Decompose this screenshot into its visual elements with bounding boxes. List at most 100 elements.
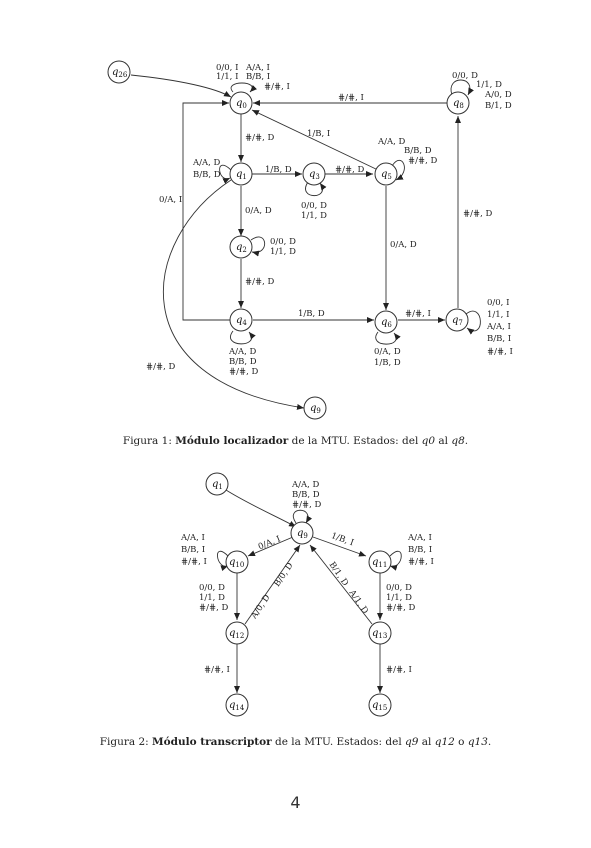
label-q7-loop-d: B/B, I: [487, 334, 511, 344]
label-q6-loop-a: 0/A, D: [374, 347, 401, 357]
state-q1: q1: [229, 162, 253, 186]
svg-text:q5: q5: [381, 169, 392, 181]
label-q1-loop-a: A/A, D: [192, 158, 221, 168]
figure-2-caption-to1: q12: [434, 736, 455, 748]
label-q4-loop-b: B/B, D: [229, 357, 257, 367]
label-q0-loop-a: 0/0, I: [216, 63, 238, 73]
state-q13: q13: [368, 621, 392, 645]
svg-text:q1: q1: [212, 479, 223, 491]
svg-text:q0: q0: [236, 98, 247, 110]
svg-text:q2: q2: [236, 242, 247, 254]
figure-1-caption-from: q0: [421, 435, 436, 447]
label-q7-q8: ⋕/⋕, D: [463, 209, 493, 219]
page-number: 4: [290, 793, 301, 812]
label-q3-q5: ⋕/⋕, D: [335, 165, 365, 175]
svg-text:q1: q1: [236, 169, 247, 181]
loop-q2: [250, 236, 266, 257]
label-q0-loop-d: B/B, I: [246, 72, 270, 82]
edge-q13-q9: [309, 544, 373, 625]
label-q4-q6: 1/B, D: [298, 309, 325, 319]
svg-text:q7: q7: [452, 315, 463, 327]
label-q2-loop-b: 1/1, D: [270, 247, 296, 257]
label-q10-q12-a: 0/0, D: [199, 583, 225, 593]
label-q4-loop-c: ⋕/⋕, D: [229, 367, 259, 377]
state-q6: q6: [374, 310, 398, 334]
label-q13-q9-b: A/1, D: [346, 588, 370, 617]
label-q7-loop-b: 1/1, I: [487, 310, 509, 320]
state-q26: q26: [107, 60, 131, 84]
label-q6-q7: ⋕/⋕, I: [405, 309, 431, 319]
svg-text:q9: q9: [310, 403, 321, 415]
label-q4-loop-a: A/A, D: [228, 347, 257, 357]
label-q5-loop-a: A/A, D: [377, 137, 406, 147]
state-q2: q2: [229, 235, 253, 259]
state-q7: q7: [445, 308, 469, 332]
svg-text:q4: q4: [236, 315, 247, 327]
state-q4: q4: [229, 308, 253, 332]
label-q0-loop-e: ⋕/⋕, I: [264, 82, 290, 92]
label-q10-loop-c: ⋕/⋕, I: [181, 557, 207, 567]
state-q1-fig2: q1: [205, 472, 229, 496]
state-q9: q9: [303, 396, 327, 420]
label-q8-q0: ⋕/⋕, I: [338, 93, 364, 103]
figure-2-caption-and: al: [418, 736, 435, 748]
label-q9-loop-b: B/B, D: [292, 490, 320, 500]
label-q8-loop-d: B/1, D: [485, 101, 512, 111]
label-q5-q6: 0/A, D: [390, 240, 417, 250]
state-q15: q15: [368, 693, 392, 717]
label-q13-q15: ⋕/⋕, I: [386, 665, 412, 675]
figure-1-caption-prefix: Figura 1:: [122, 435, 176, 447]
state-q11: q11: [368, 550, 392, 574]
figure-2-caption-bold: Módulo transcriptor: [152, 736, 272, 748]
label-q12-q14: ⋕/⋕, I: [204, 665, 230, 675]
svg-text:q6: q6: [381, 317, 392, 329]
loop-q6: [375, 331, 401, 345]
edge-q12-q9: [244, 544, 301, 625]
label-q12-q9-b: B/0, D: [272, 561, 295, 589]
loop-q3: [305, 181, 327, 196]
label-q7-loop-e: ⋕/⋕, I: [487, 347, 513, 357]
label-q9-q11: 1/B, I: [330, 531, 355, 548]
label-q0-loop-b: 1/1, I: [216, 72, 238, 82]
figure-1-caption: Figura 1: Módulo localizador de la MTU. …: [0, 435, 591, 447]
edge-q1-q9-fig2: [225, 489, 297, 528]
state-q5: q5: [374, 162, 398, 186]
label-q9-q10: 0/A, I: [257, 534, 282, 552]
label-q9-loop-c: ⋕/⋕, D: [292, 500, 322, 510]
label-q10-loop-b: B/B, I: [181, 545, 205, 555]
label-q7-loop-a: 0/0, I: [487, 298, 509, 308]
label-q1-q3: 1/B, D: [265, 165, 292, 175]
label-q13-q9-a: B/1, D: [327, 560, 350, 588]
figure-1-caption-and: al: [435, 435, 452, 447]
loop-q5: [391, 159, 405, 181]
figure-2-nodes: q1 q9 q10 q11 q12 q13 q14 q15: [205, 472, 392, 717]
loop-q9: [293, 509, 313, 524]
label-q12-q9-a: A/0, D: [249, 593, 273, 622]
state-q14: q14: [225, 693, 249, 717]
label-q8-loop-b: 1/1, D: [476, 80, 502, 90]
label-q1-q2: 0/A, D: [245, 206, 272, 216]
figure-2-caption-from: q9: [405, 736, 419, 748]
label-q3-loop-a: 0/0, D: [301, 201, 327, 211]
label-q7-loop-c: A/A, I: [486, 322, 511, 332]
label-q10-q12-b: 1/1, D: [199, 593, 225, 603]
label-q9-loop-a: A/A, D: [291, 480, 320, 490]
label-q5-q0: 1/B, I: [307, 129, 330, 139]
figure-1-caption-bold: Módulo localizador: [175, 435, 289, 447]
label-q8-loop-a: 0/0, D: [452, 71, 478, 81]
figure-1-caption-to: q8: [451, 435, 465, 447]
edge-q9-q11: [312, 536, 367, 557]
label-q10-loop-a: A/A, I: [180, 533, 205, 543]
label-q11-loop-b: B/B, I: [408, 545, 432, 555]
edge-q4-q0: [182, 100, 230, 321]
edge-q26-q0: [130, 74, 232, 98]
loop-q8: [450, 79, 474, 96]
edge-q9-q10: [247, 536, 294, 557]
label-q5-loop-b: B/B, D: [404, 146, 432, 156]
label-q2-loop-a: 0/0, D: [270, 237, 296, 247]
svg-text:q9: q9: [297, 528, 308, 540]
label-q3-loop-b: 1/1, D: [301, 211, 327, 221]
label-q4-q0: 0/A, I: [159, 195, 182, 205]
label-q1-loop-b: B/B, D: [193, 170, 221, 180]
